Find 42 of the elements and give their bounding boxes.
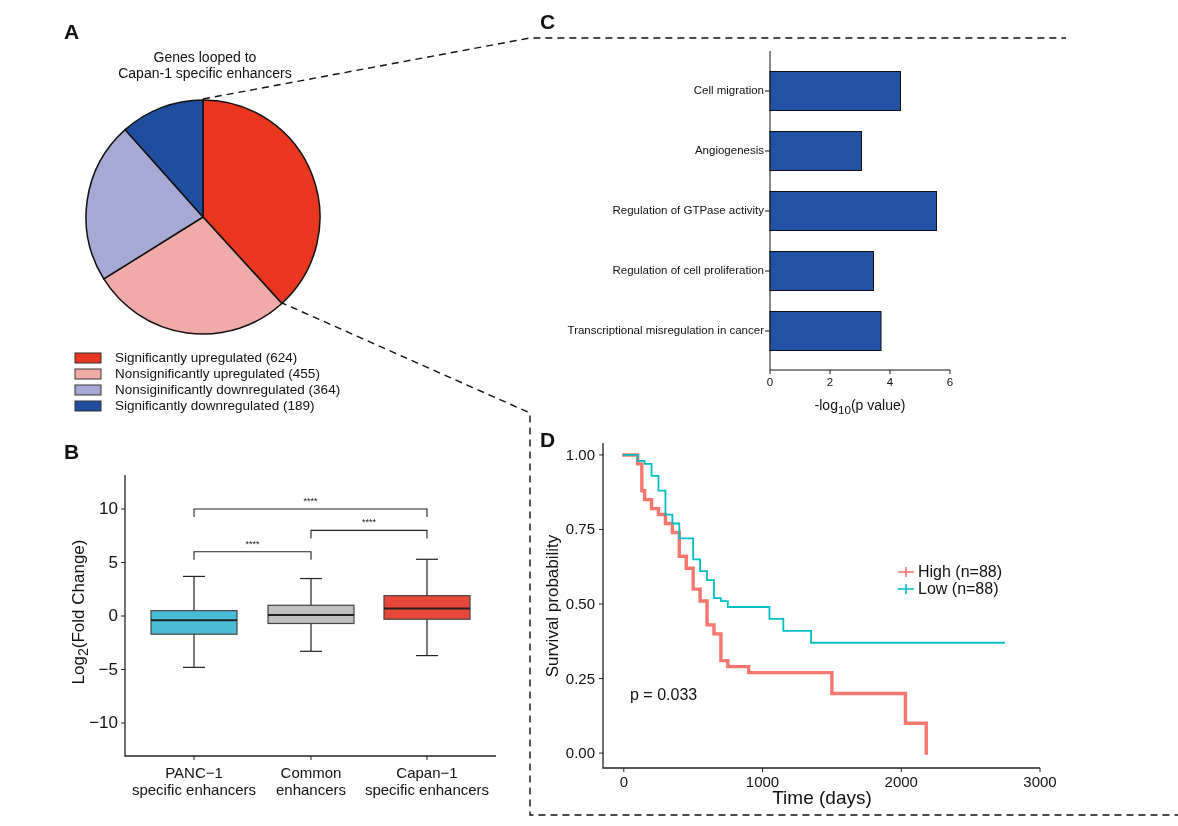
panel-letter: D	[540, 428, 556, 453]
significance-stars: ****	[245, 538, 260, 549]
category-label: Regulation of cell proliferation	[612, 264, 764, 278]
legend-label: Nonsiginificantly downregulated (364)	[115, 382, 341, 398]
panel-letter: C	[540, 10, 556, 35]
tick-label: −5	[98, 659, 118, 680]
legend-label: Significantly downregulated (189)	[115, 398, 315, 414]
tick-label: 1.00	[565, 446, 595, 464]
category-label: Angiogenesis	[694, 144, 764, 158]
panel-letter: A	[64, 20, 80, 45]
legend-label: Significantly upregulated (624)	[115, 350, 298, 366]
category-label: Cell migration	[693, 84, 764, 98]
tick-label: 6	[946, 376, 954, 390]
tick-label: 4	[886, 376, 894, 390]
tick-label: 2000	[884, 773, 918, 791]
tick-label: 0	[108, 606, 118, 626]
category-label: Common enhancers	[275, 764, 347, 799]
tick-label: 0.75	[565, 520, 595, 539]
category-label: Regulation of GTPase activity	[612, 204, 764, 218]
tick-label: 5	[108, 552, 118, 573]
tick-label: 0	[619, 773, 628, 791]
tick-label: 0.00	[565, 744, 595, 762]
tick-label: 0.50	[565, 595, 595, 613]
legend-label: Nonsignificantly upregulated (455)	[115, 366, 320, 382]
category-label: PANC−1 specific enhancers	[131, 764, 257, 799]
axis-title: Survival probability	[543, 534, 563, 678]
tick-label: 2	[826, 376, 834, 390]
legend-label: Low (n=88)	[918, 579, 999, 599]
tick-label: 10	[99, 499, 118, 519]
tick-label: 0.25	[565, 669, 595, 688]
axis-title: -log$_{10}$(p value)	[814, 397, 906, 417]
significance-stars: ****	[303, 495, 318, 506]
tick-label: 3000	[1023, 773, 1057, 791]
panel-letter: B	[64, 440, 80, 465]
legend-label: High (n=88)	[918, 562, 1003, 582]
category-label: Capan−1 specific enhancers	[364, 764, 490, 799]
significance-stars: ****	[362, 517, 376, 528]
annotation: p = 0.033	[630, 685, 698, 705]
category-label: Transcriptional misregulation in cancer	[567, 324, 764, 338]
tick-label: −10	[89, 713, 118, 733]
chart-title: Genes looped to Capan-1 specific enhancers	[118, 49, 292, 82]
tick-label: 0	[766, 376, 774, 390]
